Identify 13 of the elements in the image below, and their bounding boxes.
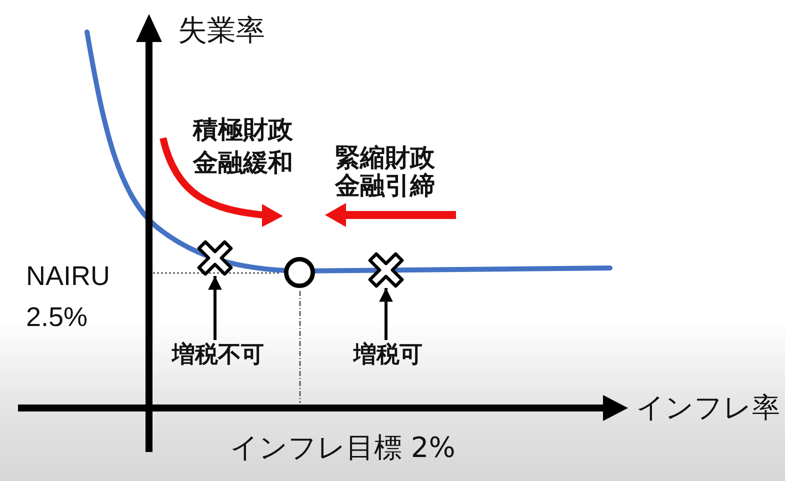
annotation-text: 増税不可 (170, 340, 266, 370)
arrow (379, 288, 393, 340)
axis-title: 失業率 (178, 12, 265, 48)
axis-value-label: NAIRU 2.5% (26, 260, 112, 334)
axis-value-label: インフレ目標 2% (230, 431, 456, 465)
cross-marker (197, 240, 233, 276)
arrow (208, 276, 222, 340)
axis-title: インフレ率 (636, 391, 780, 425)
annotation-text: 緊縮財政金融引締 (335, 144, 436, 200)
cross-marker (368, 252, 404, 288)
annotation-text: 積極財政金融緩和 (193, 114, 294, 179)
annotation-text: 増税可 (351, 340, 425, 370)
circle-marker (284, 257, 315, 288)
